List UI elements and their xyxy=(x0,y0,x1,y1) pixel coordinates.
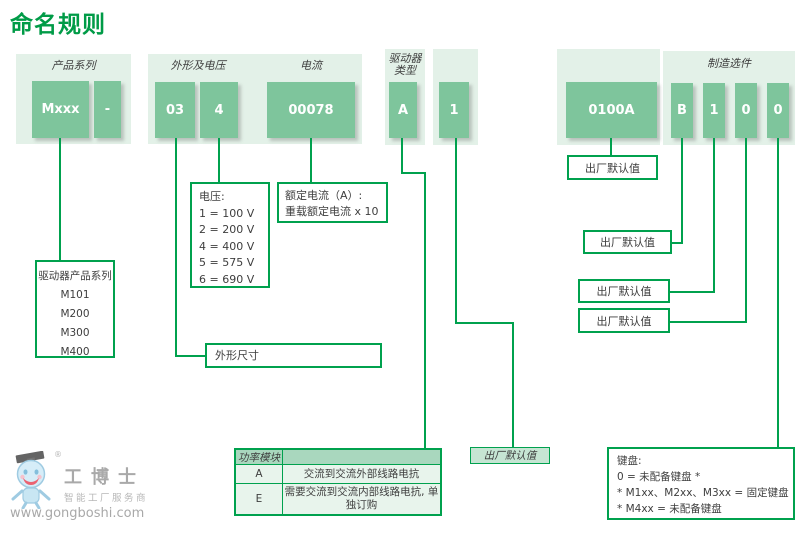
connector-mfg3-v xyxy=(745,138,747,323)
header-frame-voltage: 外形及电压 xyxy=(170,59,226,72)
header-drive-type-line1: 驱动器 xyxy=(388,52,422,65)
power-module-row-a: A 交流到交流外部线路电抗 xyxy=(236,464,440,483)
series-callout: 驱动器产品系列 M101 M200 M300 M400 xyxy=(35,260,115,358)
keypad-callout: 键盘: 0 = 未配备键盘 * * M1xx、M2xx、M3xx = 固定键盘 … xyxy=(607,447,795,520)
factory-default-label-3: 出厂默认值 xyxy=(578,279,670,303)
voltage-item: 4 = 400 V xyxy=(199,239,255,253)
page-title: 命名规则 xyxy=(10,12,106,38)
series-item: M400 xyxy=(60,346,90,358)
code-box-drive-type: A xyxy=(389,82,417,138)
code-box-voltage: 4 xyxy=(200,82,238,138)
header-product-series: 产品系列 xyxy=(51,59,96,72)
connector-drivetype-h xyxy=(401,172,426,174)
header-manufacturing-options: 制造选件 xyxy=(707,57,751,70)
power-module-code-e: E xyxy=(236,484,283,514)
code-box-mfg-4: 0 xyxy=(767,83,789,138)
connector-mfg2-v xyxy=(713,138,715,293)
code-box-frame: 03 xyxy=(155,82,195,138)
keypad-line: * M1xx、M2xx、M3xx = 固定键盘 xyxy=(617,487,789,499)
power-module-desc-e: 需要交流到交流内部线路电抗, 单独订购 xyxy=(284,486,439,511)
series-callout-title: 驱动器产品系列 xyxy=(38,270,112,282)
connector-reserved-h xyxy=(455,322,514,324)
code-box-dash: - xyxy=(94,81,121,138)
power-module-header-cell: 功率模块 xyxy=(236,450,283,464)
connector-drivetype-v1 xyxy=(401,138,403,174)
factory-default-label-1: 出厂默认值 xyxy=(567,155,658,180)
logo-url: www.gongboshi.com xyxy=(10,506,145,521)
voltage-item: 6 = 690 V xyxy=(199,272,255,286)
voltage-callout-title: 电压: xyxy=(199,190,225,203)
series-item: M300 xyxy=(60,327,90,339)
factory-default-label-4: 出厂默认值 xyxy=(578,308,670,333)
registered-mark: ® xyxy=(54,450,62,459)
connector-mfg1-h xyxy=(672,242,682,244)
voltage-callout: 电压: 1 = 100 V 2 = 200 V 4 = 400 V 5 = 57… xyxy=(190,182,270,288)
connector-mfg2-h xyxy=(670,291,714,293)
code-box-mfg-1: B xyxy=(671,83,693,138)
keypad-line: * M4xx = 未配备键盘 xyxy=(617,503,722,515)
header-drive-type-line2: 类型 xyxy=(394,64,416,77)
keypad-line: 键盘: xyxy=(617,455,642,467)
current-callout-line1: 额定电流（A）: xyxy=(285,189,363,202)
power-module-table: 功率模块 A 交流到交流外部线路电抗 E 需要交流到交流内部线路电抗, 单独订购 xyxy=(234,448,442,516)
voltage-item: 5 = 575 V xyxy=(199,256,255,269)
code-box-option: 0100A xyxy=(566,82,657,138)
gongboshi-logo: ® 工博士 智能工厂服务商 www.gongboshi.com xyxy=(8,447,168,529)
voltage-item: 1 = 100 V xyxy=(199,206,255,220)
keypad-line: 0 = 未配备键盘 * xyxy=(617,471,701,483)
connector-current xyxy=(310,138,312,182)
code-box-mfg-3: 0 xyxy=(735,83,757,138)
connector-mfg3-h xyxy=(670,321,746,323)
connector-reserved-v1 xyxy=(455,138,457,324)
connector-reserved-v2 xyxy=(512,322,514,449)
connector-option xyxy=(610,138,612,155)
connector-drivetype-v2 xyxy=(424,172,426,449)
current-callout: 额定电流（A）: 重载额定电流 x 10 xyxy=(277,182,388,223)
header-current: 电流 xyxy=(300,59,322,72)
power-module-code-a: A xyxy=(236,465,283,483)
connector-frame-h xyxy=(175,355,206,357)
logo-tagline: 智能工厂服务商 xyxy=(64,493,149,504)
current-callout-line2: 重载额定电流 x 10 xyxy=(285,204,379,218)
power-module-desc-a: 交流到交流外部线路电抗 xyxy=(303,467,420,480)
factory-default-label-2: 出厂默认值 xyxy=(583,230,672,254)
connector-frame-v xyxy=(175,138,177,357)
frame-size-callout: 外形尺寸 xyxy=(205,343,382,368)
header-drive-type: 驱动器类型 xyxy=(385,53,425,77)
code-box-mfg-2: 1 xyxy=(703,83,725,138)
code-box-reserved: 1 xyxy=(439,82,469,138)
factory-default-label-filled: 出厂默认值 xyxy=(470,447,550,464)
power-module-row-e: E 需要交流到交流内部线路电抗, 单独订购 xyxy=(236,483,440,514)
code-box-series: Mxxx xyxy=(32,81,89,138)
power-module-header-row: 功率模块 xyxy=(236,450,440,464)
connector-mfg1-v xyxy=(681,138,683,244)
code-box-current: 00078 xyxy=(267,82,355,138)
series-item: M200 xyxy=(60,308,90,320)
voltage-item: 2 = 200 V xyxy=(199,223,255,236)
connector-voltage xyxy=(218,138,220,182)
logo-brand-text: 工博士 xyxy=(64,467,145,488)
connector-mfg4-v xyxy=(777,138,779,449)
mascot-icon xyxy=(11,451,51,509)
series-item: M101 xyxy=(60,289,90,301)
power-module-header-empty-cell xyxy=(283,450,440,464)
connector-series xyxy=(59,138,61,260)
